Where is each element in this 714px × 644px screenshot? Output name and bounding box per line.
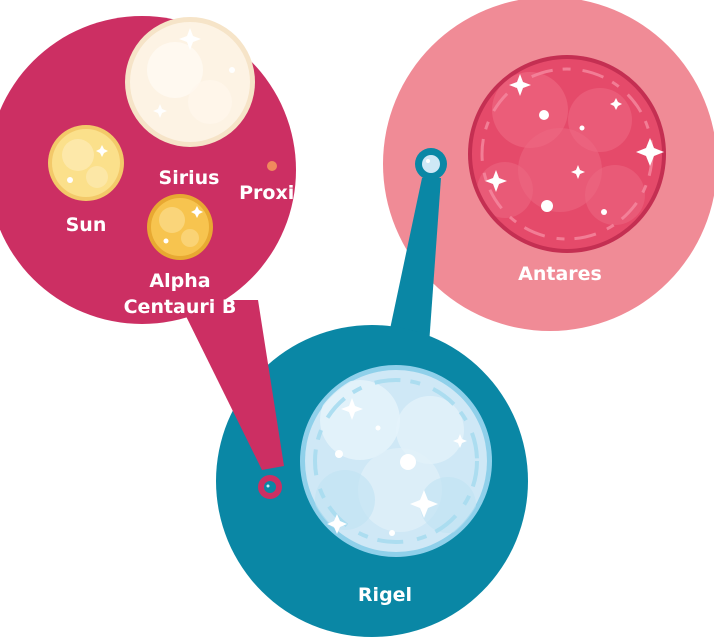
rigel-tiny-star	[422, 155, 440, 173]
label-sun: Sun	[66, 214, 107, 236]
label-antares: Antares	[518, 263, 602, 285]
antares-star	[468, 55, 666, 253]
small-stars-tiny-sparkle	[267, 485, 270, 488]
sun-star	[48, 125, 124, 201]
alpha-centauri-b-star	[147, 194, 213, 260]
sirius-star	[125, 17, 255, 147]
label-alpha-centauri-b-line2: Centauri B	[124, 296, 237, 318]
rigel-star	[300, 365, 492, 557]
rigel-tiny-sparkle	[426, 159, 430, 163]
label-alpha-centauri-b-line1: Alpha	[149, 270, 210, 292]
label-rigel: Rigel	[358, 584, 412, 606]
small-stars-tiny-dot	[264, 481, 276, 493]
label-sirius: Sirius	[159, 167, 220, 189]
proxima-star	[267, 161, 277, 171]
label-proxima: Proxima	[239, 182, 327, 204]
